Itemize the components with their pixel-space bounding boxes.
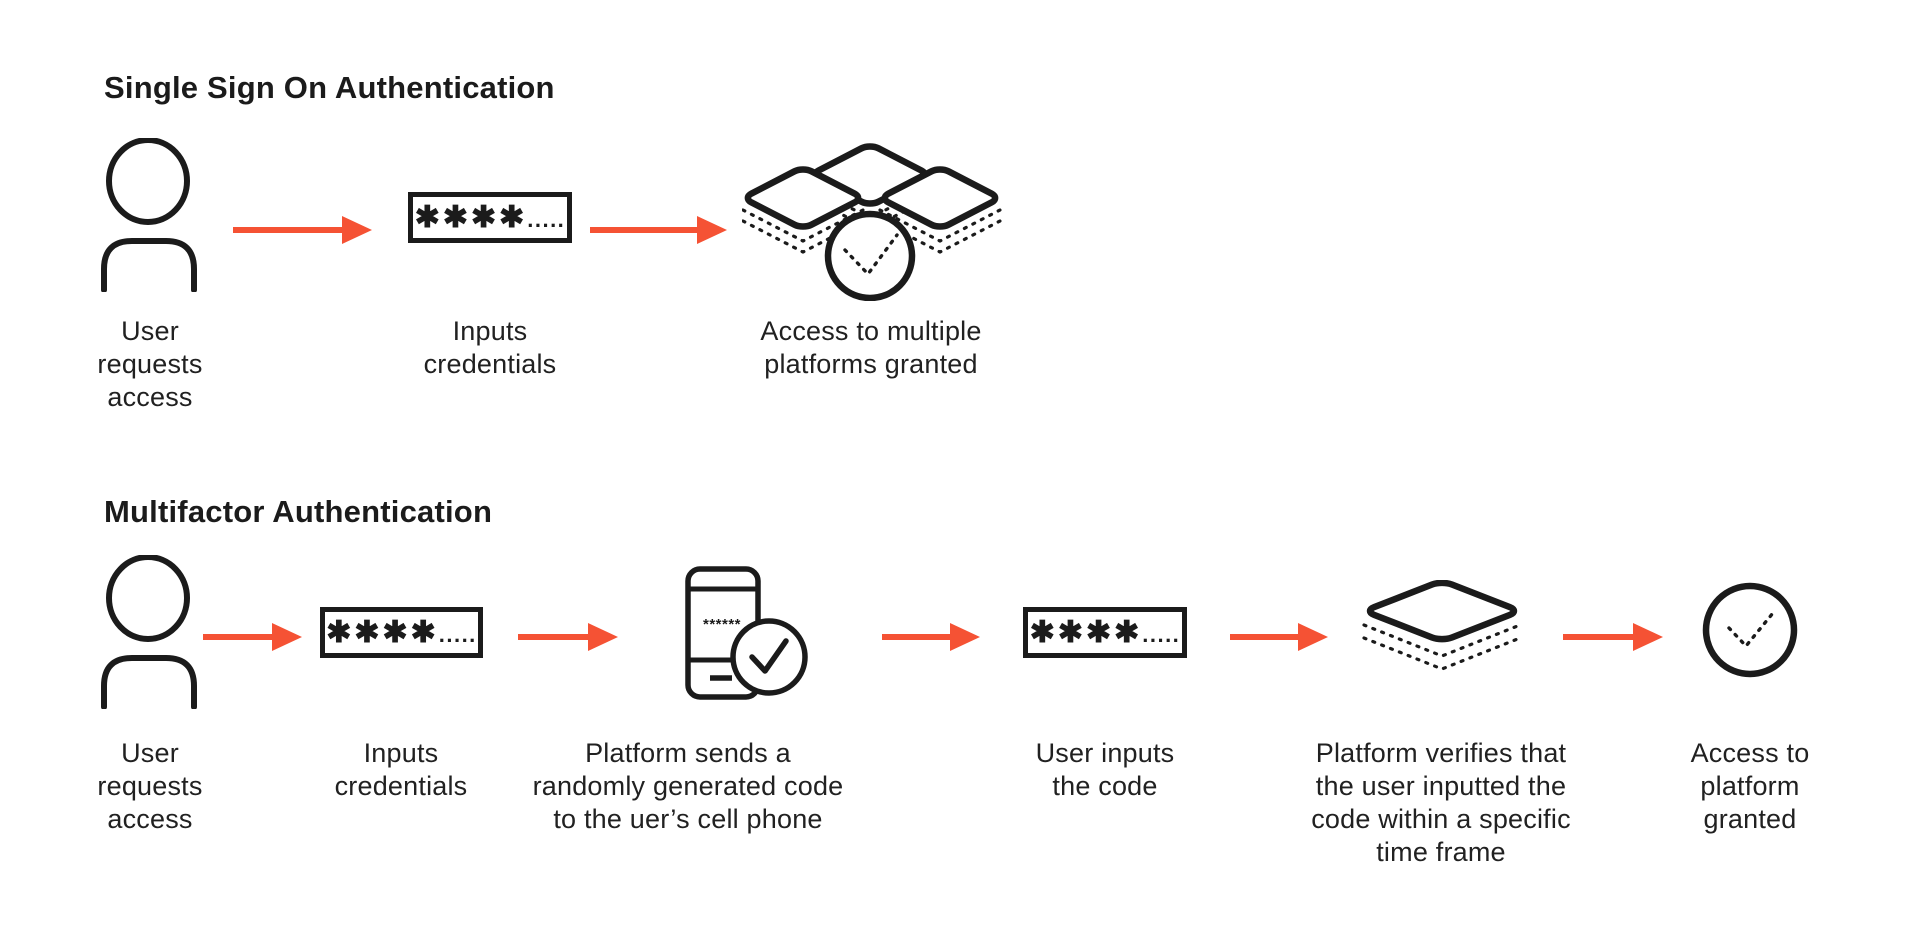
password-dots: ..... [527,206,566,232]
arrow-icon [203,623,302,651]
user-icon [101,555,197,709]
step-label-inputs-credentials: Inputs credentials [423,316,557,379]
password-dots: ..... [1142,621,1181,647]
step-label-user-requests: User requests access [97,738,203,834]
phone-code-text: ****** [703,616,741,633]
masked-password: ✱✱✱✱ ..... [326,615,477,649]
phone-code-icon: ****** [685,566,808,700]
sso-section-title: Single Sign On Authentication [104,70,555,105]
platform-icon [1362,580,1522,671]
password-dots: ..... [438,621,477,647]
password-stars: ✱✱✱✱ [414,200,528,234]
user-icon [101,138,197,292]
arrow-icon [1563,623,1663,651]
step-label-user-inputs-code: User inputs the code [1035,738,1175,801]
multi-platform-icon [742,143,1002,301]
step-label-inputs-credentials: Inputs credentials [334,738,468,801]
step-label-access-multiple: Access to multiple platforms granted [760,316,982,379]
arrow-icon [882,623,980,651]
password-box-icon: ✱✱✱✱ ..... [320,607,483,658]
step-label-access-granted: Access to platform granted [1690,738,1810,834]
arrow-icon [590,216,727,244]
password-stars: ✱✱✱✱ [1029,615,1143,649]
arrow-icon [233,216,372,244]
mfa-section-title: Multifactor Authentication [104,494,493,529]
step-label-platform-verifies: Platform verifies that the user inputted… [1311,738,1571,867]
password-box-icon: ✱✱✱✱ ..... [1023,607,1187,658]
masked-password: ✱✱✱✱ ..... [1029,615,1181,649]
check-circle-icon [1702,582,1798,678]
arrow-icon [1230,623,1328,651]
password-box-icon: ✱✱✱✱ ..... [408,192,572,243]
step-label-user-requests: User requests access [97,316,203,412]
password-stars: ✱✱✱✱ [326,615,439,649]
step-label-platform-sends-code: Platform sends a randomly generated code… [532,738,844,834]
masked-password: ✱✱✱✱ ..... [414,200,566,234]
arrow-icon [518,623,618,651]
